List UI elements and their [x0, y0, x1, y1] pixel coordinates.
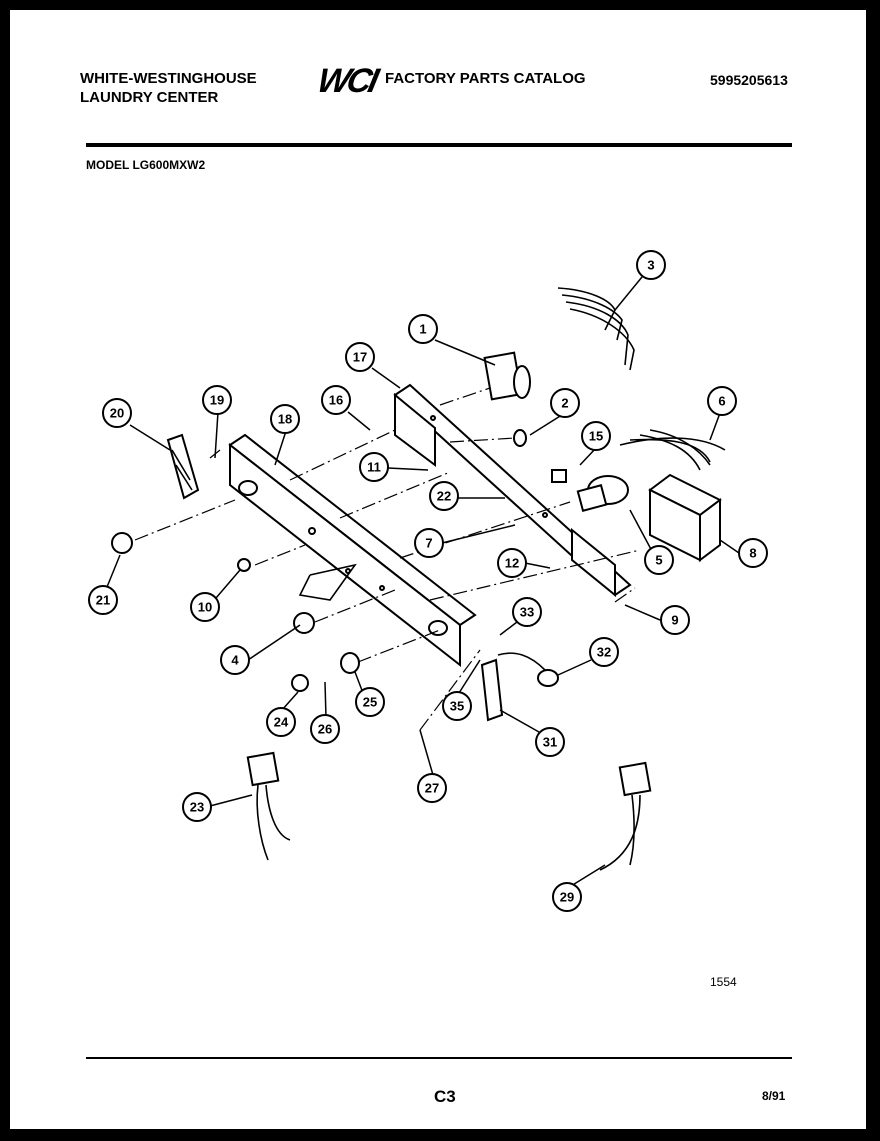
- svg-text:31: 31: [543, 735, 557, 750]
- callout-9: 9: [660, 605, 690, 635]
- callout-6: 6: [707, 386, 737, 416]
- wire-harness-29: [599, 761, 652, 871]
- timer-motor: [483, 351, 531, 401]
- svg-text:5: 5: [655, 553, 662, 568]
- header-rule: [86, 143, 792, 147]
- svg-text:1: 1: [419, 322, 426, 337]
- callout-33: 33: [512, 597, 542, 627]
- svg-text:23: 23: [190, 800, 204, 815]
- callout-18: 18: [270, 404, 300, 434]
- svg-text:17: 17: [353, 350, 367, 365]
- svg-text:33: 33: [520, 605, 534, 620]
- callout-12: 12: [497, 548, 527, 578]
- callout-4: 4: [220, 645, 250, 675]
- svg-text:25: 25: [363, 695, 377, 710]
- selector-switch: [166, 433, 200, 500]
- rear-bracket: [393, 383, 632, 598]
- svg-text:18: 18: [278, 412, 292, 427]
- callout-31: 31: [535, 727, 565, 757]
- console-panel: [228, 433, 477, 668]
- wire-harness-23: [246, 751, 291, 861]
- callout-20: 20: [102, 398, 132, 428]
- callout-26: 26: [310, 714, 340, 744]
- callout-35: 35: [442, 691, 472, 721]
- exploded-parts-diagram: 1 2 3 4 5 6 7 8 9 10 11 12 15 16 17 18 1…: [88, 250, 768, 912]
- svg-text:32: 32: [597, 645, 611, 660]
- svg-text:12: 12: [505, 556, 519, 571]
- svg-text:3: 3: [647, 258, 654, 273]
- terminal-block: [551, 469, 567, 483]
- knob-4: [293, 612, 315, 634]
- svg-text:29: 29: [560, 890, 574, 905]
- callout-19: 19: [202, 385, 232, 415]
- callout-23: 23: [182, 792, 212, 822]
- callout-27: 27: [417, 773, 447, 803]
- svg-text:26: 26: [318, 722, 332, 737]
- pressure-switch: [576, 475, 629, 512]
- page-code: C3: [434, 1087, 456, 1106]
- svg-text:24: 24: [274, 715, 289, 730]
- catalog-page: WHITE-WESTINGHOUSE LAUNDRY CENTER WCI FA…: [10, 10, 866, 1129]
- callout-11: 11: [359, 452, 389, 482]
- catalog-part-number: 5995205613: [710, 72, 788, 88]
- svg-text:15: 15: [589, 429, 603, 444]
- callout-3: 3: [636, 250, 666, 280]
- svg-text:7: 7: [425, 536, 432, 551]
- washer-part: [513, 429, 527, 447]
- model-label: MODEL LG600MXW2: [86, 158, 206, 172]
- callout-25: 25: [355, 687, 385, 717]
- svg-text:21: 21: [96, 593, 110, 608]
- light-assembly: [480, 652, 559, 722]
- callout-24: 24: [266, 707, 296, 737]
- callout-17: 17: [345, 342, 375, 372]
- svg-text:35: 35: [450, 699, 464, 714]
- callout-7: 7: [414, 528, 444, 558]
- knob-21: [111, 532, 133, 554]
- leader-lines: [106, 276, 740, 887]
- catalog-title: FACTORY PARTS CATALOG: [385, 70, 586, 87]
- plug-10: [237, 558, 251, 572]
- svg-text:8: 8: [749, 546, 756, 561]
- callout-8: 8: [738, 538, 768, 568]
- wire-harness-6: [619, 429, 726, 471]
- svg-text:11: 11: [367, 460, 381, 475]
- svg-text:16: 16: [329, 393, 343, 408]
- footer-rule: [86, 1057, 792, 1059]
- callout-2: 2: [550, 388, 580, 418]
- catalog-date: 8/91: [762, 1089, 786, 1103]
- callout-15: 15: [581, 421, 611, 451]
- svg-text:10: 10: [198, 600, 212, 615]
- callout-22: 22: [429, 481, 459, 511]
- callout-32: 32: [589, 637, 619, 667]
- callout-16: 16: [321, 385, 351, 415]
- relay-box: [648, 473, 722, 562]
- figure-number: 1554: [710, 975, 737, 989]
- svg-text:19: 19: [210, 393, 224, 408]
- svg-text:2: 2: [561, 396, 568, 411]
- callout-10: 10: [190, 592, 220, 622]
- brand-line-1: WHITE-WESTINGHOUSE: [80, 70, 257, 87]
- svg-text:6: 6: [718, 394, 725, 409]
- svg-text:20: 20: [110, 406, 124, 421]
- svg-text:4: 4: [231, 653, 239, 668]
- callout-21: 21: [88, 585, 118, 615]
- svg-text:27: 27: [425, 781, 439, 796]
- callout-5: 5: [644, 545, 674, 575]
- knob-24: [291, 674, 309, 692]
- callout-1: 1: [408, 314, 438, 344]
- svg-text:9: 9: [671, 613, 678, 628]
- svg-text:22: 22: [437, 489, 451, 504]
- brand-line-2: LAUNDRY CENTER: [80, 89, 219, 106]
- bezel-25: [340, 652, 360, 674]
- callout-29: 29: [552, 882, 582, 912]
